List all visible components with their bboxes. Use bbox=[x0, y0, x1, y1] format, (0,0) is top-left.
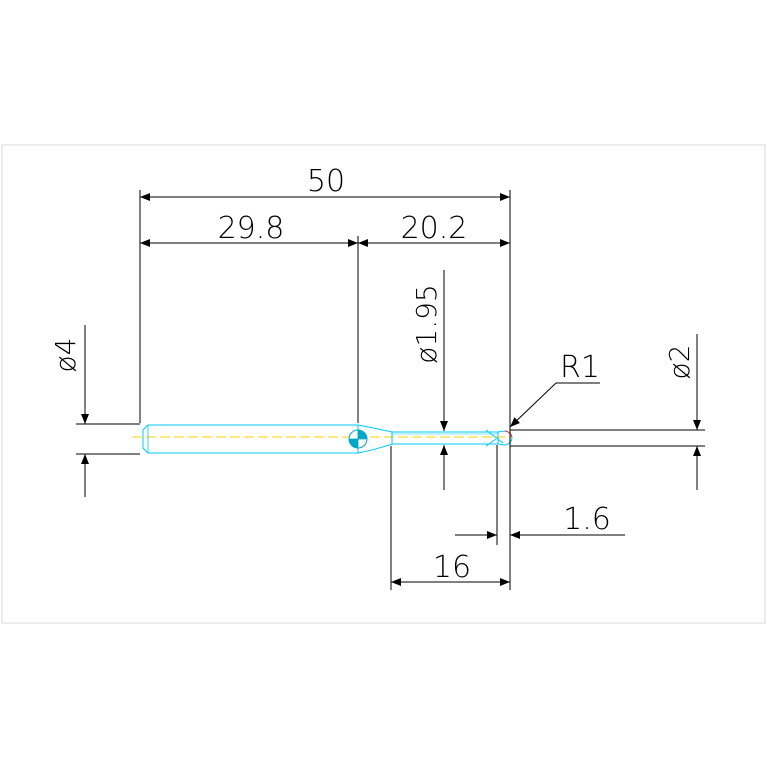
dimensions bbox=[76, 190, 705, 590]
section-quadrant-1 bbox=[358, 430, 367, 439]
end-mill-tool bbox=[132, 424, 513, 454]
drawing-frame bbox=[1, 144, 766, 624]
dim-text-shank-diameter: ø4 bbox=[49, 338, 82, 373]
dim-text-reach-length: 16 bbox=[433, 550, 471, 585]
flute-helix bbox=[485, 429, 504, 447]
dim-text-flute-length: 1.6 bbox=[563, 502, 611, 537]
neck-taper bbox=[357, 424, 393, 454]
dim-text-corner-radius: R1 bbox=[560, 350, 600, 385]
dim-text-neck-diameter: ø1.95 bbox=[410, 284, 443, 363]
dim-text-neck-length: 20.2 bbox=[401, 211, 468, 246]
section-quadrant-2 bbox=[349, 439, 358, 448]
dim-text-overall-length: 50 bbox=[307, 164, 345, 199]
radius-leader bbox=[509, 382, 600, 428]
dim-text-shank-length: 29.8 bbox=[218, 211, 285, 246]
dim-text-cutter-diameter: ø2 bbox=[663, 345, 696, 380]
